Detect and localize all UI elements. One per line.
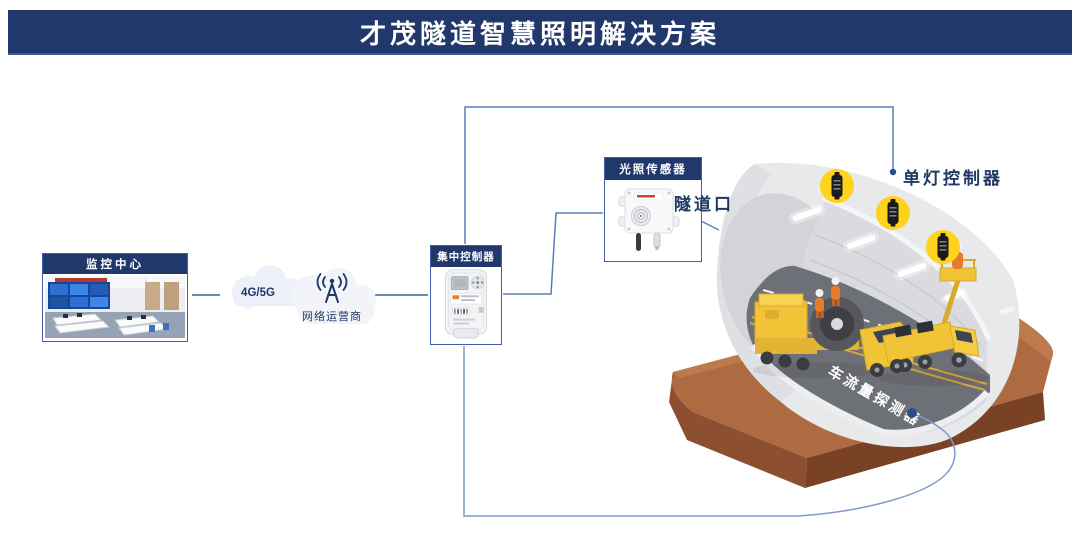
concentrator-header: 集中控制器 — [431, 246, 501, 267]
monitoring-center-box: 监控中心 — [42, 253, 188, 342]
concentrator-box: 集中控制器 — [430, 245, 502, 345]
worker — [831, 277, 840, 306]
lamp-controller-icon — [820, 169, 854, 203]
wire-concentrator-sensor — [503, 212, 603, 295]
lift-platform — [939, 267, 977, 282]
page-title: 才茂隧道智慧照明解决方案 — [359, 19, 720, 49]
light-sensor-label: 光照传感器 — [619, 164, 687, 176]
wall-vent — [999, 306, 1015, 315]
control-room-photo — [45, 276, 185, 338]
concentrator-device — [445, 269, 487, 339]
monitoring-center-header: 监控中心 — [43, 254, 187, 274]
title-banner: 才茂隧道智慧照明解决方案 — [8, 10, 1072, 55]
concentrator-label: 集中控制器 — [437, 251, 495, 263]
lamp-controller-icon — [876, 196, 910, 230]
network-speed-label: 4G/5G — [241, 287, 275, 299]
network-clouds: 4G/5G 网络运营商 — [218, 250, 380, 347]
worker — [815, 289, 824, 318]
lamp-controller-label: 单灯控制器 — [903, 169, 1003, 188]
network-operator-label: 网络运营商 — [302, 309, 362, 323]
light-sensor-header: 光照传感器 — [605, 158, 701, 180]
antenna-icon — [316, 273, 348, 303]
tunnel-entrance-label: 隧道口 — [674, 195, 734, 214]
lamp-controller-icon — [926, 230, 960, 264]
monitoring-center-label: 监控中心 — [86, 259, 144, 271]
